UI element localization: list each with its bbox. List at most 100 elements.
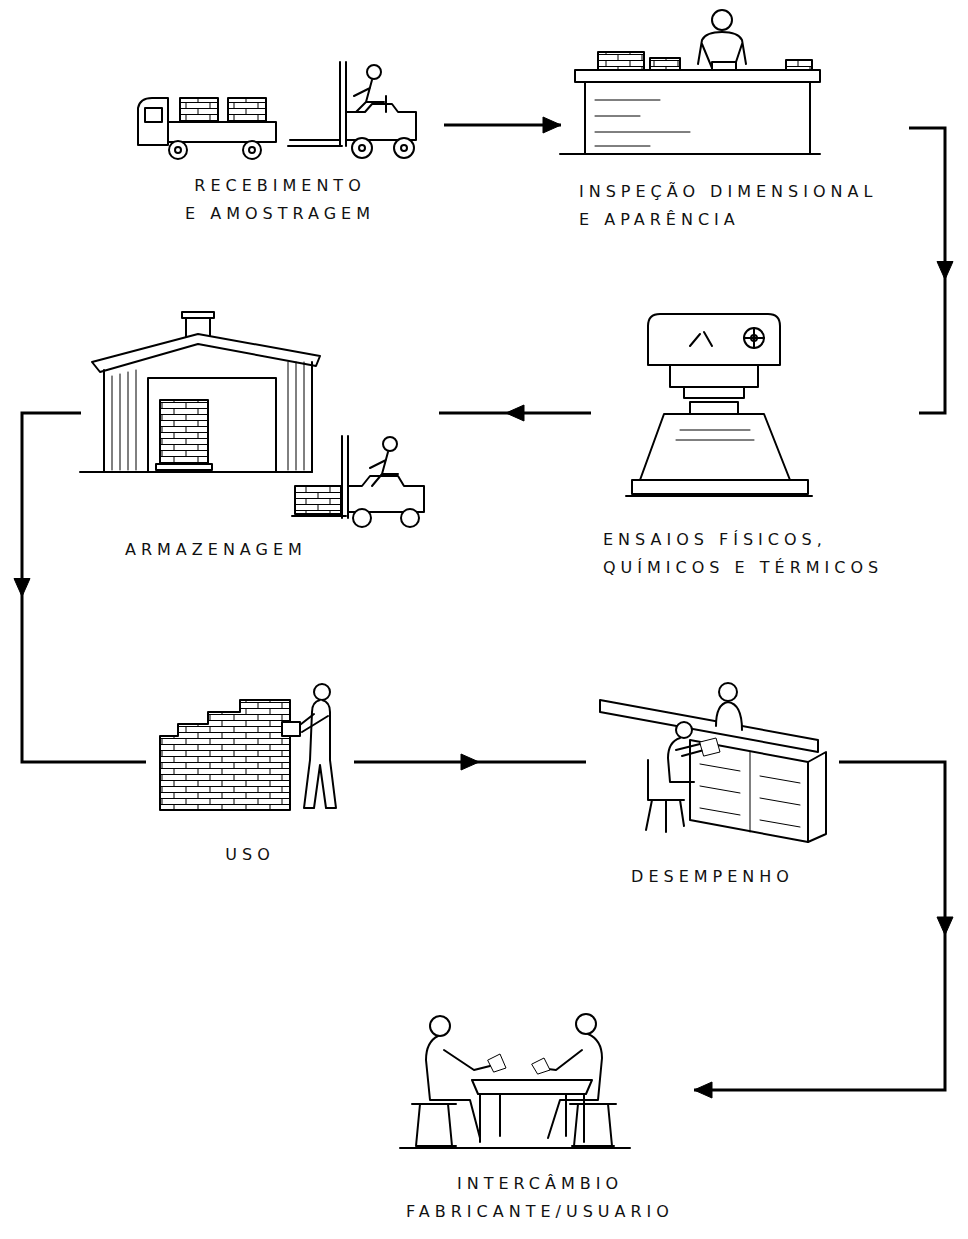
warehouse-figure-part <box>348 476 424 512</box>
office-desk-figure-part <box>808 752 826 842</box>
meeting-table-figure-part <box>400 1147 630 1149</box>
testing-machine-figure-part <box>632 480 808 494</box>
forklift-figure-part <box>346 104 416 140</box>
station: ARMAZENAGEM <box>85 310 435 564</box>
warehouse-figure-part <box>295 486 341 514</box>
brick-wall-figure-part <box>314 684 330 700</box>
station-label: INSPEÇÃO DIMENSIONAL E APARÊNCIA <box>579 178 897 234</box>
station-label: INTERCÂMBIO FABRICANTE/USUARIO <box>390 1170 690 1226</box>
station-label: RECEBIMENTO E AMOSTRAGEM <box>183 172 377 228</box>
testing-machine-figure-part <box>676 430 754 440</box>
brick-wall-figure-part <box>282 722 300 736</box>
meeting-table-figure-part <box>412 1104 456 1146</box>
warehouse-figure-part <box>92 334 320 372</box>
inspection-counter-figure-part <box>585 82 810 154</box>
station: RECEBIMENTO E AMOSTRAGEM <box>120 40 440 228</box>
forklift-figure-part <box>367 65 381 79</box>
inspection-counter-figure-part <box>698 32 746 64</box>
testing-machine-figure-part <box>626 495 812 497</box>
flow-connector <box>22 413 146 762</box>
testing-machine-figure-part <box>690 402 738 414</box>
arrowhead <box>506 405 524 421</box>
brick-wall-figure <box>160 684 336 810</box>
warehouse-figure-part <box>353 509 371 527</box>
warehouse-figure-part <box>292 436 348 518</box>
forklift-figure-part <box>401 145 407 151</box>
office-desk-figure <box>600 683 826 842</box>
inspection-counter-figure-part <box>575 70 820 82</box>
truck-figure-part <box>228 98 266 122</box>
warehouse-figure-part <box>148 378 276 472</box>
station-label: ARMAZENAGEM <box>125 536 425 564</box>
truck-figure-part <box>249 147 255 153</box>
station-label: DESEMPENHO <box>593 863 833 891</box>
truck-figure-part <box>145 108 162 122</box>
flow-connector <box>694 762 945 1090</box>
meeting-table-figure-part <box>430 1016 450 1036</box>
station: USO <box>150 675 350 869</box>
warehouse-figure-part <box>156 464 212 470</box>
warehouse-figure-part <box>104 362 312 472</box>
inspection-counter-figure-part <box>595 100 690 146</box>
forklift-figure-part <box>354 80 384 112</box>
office-desk-figure-part <box>676 722 692 738</box>
inspection-counter-figure-part <box>650 58 680 70</box>
station: DESEMPENHO <box>590 675 835 891</box>
inspection-counter-figure-part <box>560 153 820 155</box>
office-desk-figure-part <box>719 683 737 701</box>
inspection-counter-figure-part <box>712 62 736 70</box>
meeting-table-figure-part <box>426 1036 490 1138</box>
warehouse-figure-part <box>160 400 208 464</box>
office-desk-figure-part <box>716 702 742 730</box>
inspection-counter-figure <box>560 10 820 154</box>
truck-figure-part <box>168 122 276 142</box>
station: INSPEÇÃO DIMENSIONAL E APARÊNCIA <box>565 2 905 234</box>
warehouse-figure <box>80 312 424 527</box>
office-desk-figure-part <box>700 738 720 756</box>
meeting-table-figure-part <box>570 1104 616 1146</box>
station: ENSAIOS FÍSICOS, QUÍMICOS E TÉRMICOS <box>595 300 915 582</box>
meeting-table-figure-part <box>480 1094 584 1142</box>
meeting-table-figure-part <box>532 1058 550 1074</box>
warehouse-figure-part <box>401 509 419 527</box>
forklift-figure-part <box>394 138 414 158</box>
office-desk-figure-part <box>700 752 800 832</box>
forklift-figure-part <box>288 140 342 146</box>
inspection-counter-figure-part <box>598 52 644 70</box>
testing-machine-figure-part <box>640 414 790 480</box>
brick-wall-figure-part <box>304 700 336 808</box>
arrowhead <box>694 1082 712 1098</box>
truck-figure <box>138 98 276 159</box>
meeting-table-figure-part <box>488 1054 506 1072</box>
meeting-table-figure-part <box>472 1080 592 1094</box>
arrowhead <box>14 579 30 597</box>
station-label: USO <box>155 841 345 869</box>
truck-figure-part <box>175 147 181 153</box>
testing-machine-figure-part <box>670 365 758 387</box>
arrowhead <box>937 917 953 935</box>
warehouse-figure-part <box>383 437 397 451</box>
office-desk-figure-part <box>646 760 684 832</box>
station-label: ENSAIOS FÍSICOS, QUÍMICOS E TÉRMICOS <box>603 526 915 582</box>
office-desk-figure-part <box>668 738 704 782</box>
arrowhead <box>543 117 561 133</box>
truck-figure-part <box>180 98 218 122</box>
warehouse-figure-part <box>112 362 304 470</box>
testing-machine-figure-part <box>648 314 780 365</box>
testing-machine-figure-part <box>684 387 744 398</box>
warehouse-figure-part <box>80 471 312 473</box>
testing-machine-figure-part <box>690 328 764 348</box>
warehouse-figure-part <box>370 452 398 486</box>
flow-connector <box>909 128 945 413</box>
brick-wall-figure-part <box>160 700 290 810</box>
forklift-figure <box>288 62 416 158</box>
warehouse-figure-part <box>182 312 214 318</box>
truck-figure-part <box>138 98 168 145</box>
arrowhead <box>461 754 479 770</box>
meeting-table-figure-part <box>540 1034 602 1138</box>
inspection-counter-figure-part <box>712 10 732 30</box>
station: INTERCÂMBIO FABRICANTE/USUARIO <box>390 1010 690 1226</box>
testing-machine-figure <box>626 314 812 496</box>
meeting-table-figure-part <box>576 1014 596 1034</box>
